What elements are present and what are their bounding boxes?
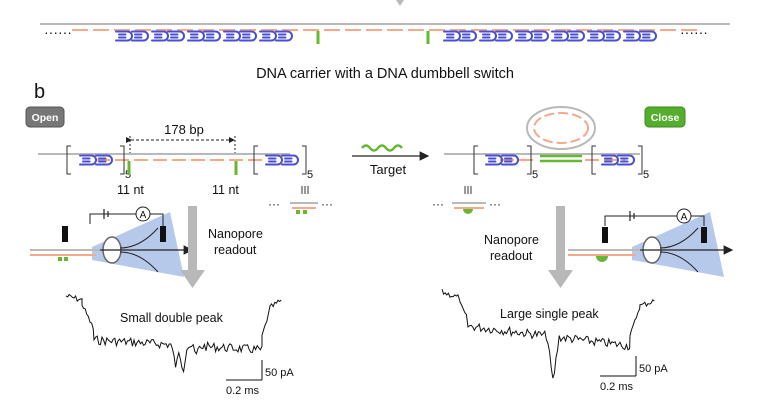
open-left-hairpin-a-icon bbox=[79, 154, 97, 166]
open-right-bracket-r bbox=[302, 145, 307, 175]
top-down-arrow-icon bbox=[396, 0, 404, 6]
close-badge-label: Close bbox=[651, 112, 680, 124]
closed-right-hairpin-b-icon bbox=[617, 154, 635, 166]
closed-readout: Nanopore readout bbox=[484, 206, 573, 288]
top-right-hairpin-b-icon bbox=[603, 30, 621, 42]
open-left-bracket-r bbox=[120, 145, 125, 175]
open-badge: Open bbox=[25, 106, 65, 128]
closed-scale-current: 50 pA bbox=[639, 363, 668, 375]
open-scale-time: 0.2 ms bbox=[226, 385, 260, 397]
open-fragment-ellipsis-r: ··· bbox=[321, 197, 333, 211]
closed-nanopore: A bbox=[568, 208, 734, 277]
top-carrier: ······ ······ DNA carrier with a DNA dum… bbox=[40, 0, 730, 82]
top-right-hairpin-a-icon bbox=[551, 30, 569, 42]
open-right-bracket-l bbox=[253, 145, 258, 175]
target-label: Target bbox=[370, 162, 407, 177]
top-right-hairpin-a-icon bbox=[623, 30, 641, 42]
top-left-hairpin-b-icon bbox=[239, 30, 257, 42]
top-left-hairpin-a-icon bbox=[151, 30, 169, 42]
open-readout: Nanopore readout bbox=[180, 206, 263, 288]
closed-scale-bar bbox=[600, 356, 637, 377]
open-trace-group: Small double peak 50 pA 0.2 ms bbox=[65, 293, 294, 397]
open-trace-label: Small double peak bbox=[120, 311, 224, 325]
panel-label: b bbox=[34, 81, 45, 103]
open-left-bracket-l bbox=[66, 145, 71, 175]
closed-trace-group: Large single peak 50 pA 0.2 ms bbox=[441, 288, 668, 393]
open-right-overhang-label: 11 nt bbox=[212, 183, 239, 197]
open-ammeter-label: A bbox=[140, 210, 147, 221]
left-hairpin-array bbox=[115, 30, 293, 42]
open-scale-current: 50 pA bbox=[265, 367, 294, 379]
closed-fragment: ··· ··· bbox=[432, 186, 501, 214]
top-right-hairpin-a-icon bbox=[515, 30, 533, 42]
open-right-hairpin-b-icon bbox=[281, 154, 299, 166]
closed-readout-arrow-icon bbox=[548, 270, 573, 288]
open-readout-arrow-icon bbox=[180, 270, 205, 288]
closed-left-hairpin-b-icon bbox=[501, 154, 519, 166]
top-left-hairpin-b-icon bbox=[203, 30, 221, 42]
closed-readout-line2: readout bbox=[490, 249, 533, 263]
reaction: Target bbox=[352, 144, 430, 177]
open-left-hairpin-b-icon bbox=[95, 154, 113, 166]
open-left-overhang-label: 11 nt bbox=[117, 183, 144, 197]
closed-repeat-right: 5 bbox=[643, 169, 649, 181]
open-scale-bar bbox=[226, 360, 263, 381]
top-right-hairpin-a-icon bbox=[443, 30, 461, 42]
open-switch: 5 5 11 nt 11 nt 178 bp bbox=[38, 122, 313, 197]
close-badge: Close bbox=[644, 106, 686, 128]
top-left-hairpin-a-icon bbox=[187, 30, 205, 42]
top-right-hairpin-b-icon bbox=[495, 30, 513, 42]
top-caption: DNA carrier with a DNA dumbbell switch bbox=[256, 66, 514, 82]
top-left-hairpin-a-icon bbox=[259, 30, 277, 42]
open-hairpins bbox=[79, 154, 299, 166]
top-left-hairpin-b-icon bbox=[167, 30, 185, 42]
top-right-hairpin-b-icon bbox=[567, 30, 585, 42]
closed-scale-time: 0.2 ms bbox=[600, 381, 634, 393]
closed-loop bbox=[526, 106, 596, 150]
closed-trace-label: Large single peak bbox=[500, 307, 599, 321]
target-strand-icon bbox=[361, 144, 403, 152]
right-hairpin-array bbox=[443, 30, 657, 42]
closed-left-hairpin-a-icon bbox=[485, 154, 503, 166]
closed-ammeter-label: A bbox=[681, 212, 688, 223]
open-fragment: ··· ··· bbox=[268, 186, 333, 214]
top-left-hairpin-b-icon bbox=[131, 30, 149, 42]
top-left-hairpin-b-icon bbox=[275, 30, 293, 42]
open-readout-line2: readout bbox=[214, 243, 257, 257]
spacing-label: 178 bp bbox=[164, 122, 204, 137]
open-repeat-right: 5 bbox=[307, 169, 313, 181]
open-nanopore: A bbox=[30, 206, 194, 277]
top-right-hairpin-a-icon bbox=[479, 30, 497, 42]
closed-repeat-left: 5 bbox=[532, 169, 538, 181]
top-right-hairpin-b-icon bbox=[459, 30, 477, 42]
top-right-hairpin-b-icon bbox=[531, 30, 549, 42]
closed-ammeter-icon bbox=[676, 208, 692, 224]
open-badge-label: Open bbox=[32, 112, 59, 124]
open-right-hairpin-a-icon bbox=[265, 154, 283, 166]
closed-right-hairpin-a-icon bbox=[601, 154, 619, 166]
open-current-trace bbox=[65, 293, 282, 374]
open-ammeter-icon bbox=[135, 206, 151, 222]
top-right-hairpin-a-icon bbox=[587, 30, 605, 42]
top-left-ellipsis: ······ bbox=[44, 24, 72, 40]
closed-switch: 5 5 bbox=[444, 106, 649, 181]
open-fragment-ellipsis-l: ··· bbox=[268, 197, 280, 211]
open-readout-line1: Nanopore bbox=[208, 227, 263, 241]
top-left-hairpin-a-icon bbox=[115, 30, 133, 42]
closed-hairpins bbox=[485, 154, 635, 166]
top-left-hairpin-a-icon bbox=[223, 30, 241, 42]
top-right-ellipsis: ······ bbox=[680, 24, 708, 40]
svg-text:···: ··· bbox=[432, 197, 444, 211]
closed-readout-line1: Nanopore bbox=[484, 233, 539, 247]
closed-current-trace bbox=[441, 288, 655, 379]
top-right-hairpin-b-icon bbox=[639, 30, 657, 42]
svg-text:···: ··· bbox=[489, 197, 501, 211]
